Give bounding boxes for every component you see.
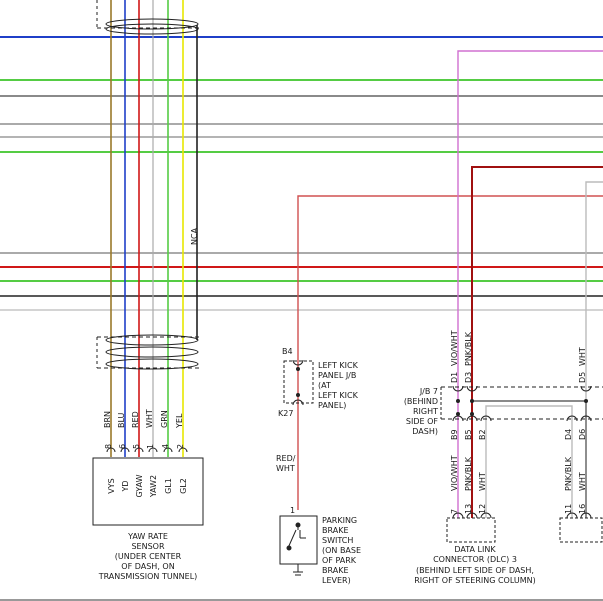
sensor-connector [106, 447, 188, 453]
kick-panel-node [296, 393, 300, 397]
dlc-pin: 13 [464, 504, 473, 514]
sensor-wire-color: BLU [117, 412, 126, 428]
svg-text:PANEL): PANEL) [318, 401, 346, 410]
svg-text:LEVER): LEVER) [322, 576, 351, 585]
svg-text:OF DASH, ON: OF DASH, ON [121, 562, 174, 571]
yaw-sensor-box [92, 457, 204, 526]
svg-text:(UNDER CENTER: (UNDER CENTER [115, 552, 182, 561]
jb-bottom-pin: D6 [578, 429, 587, 440]
svg-text:(ON BASE: (ON BASE [322, 546, 361, 555]
jb-top-wire-color: PNK/BLK [464, 331, 473, 366]
svg-text:(BEHIND: (BEHIND [404, 397, 438, 406]
jb-top-wire-color: WHT [578, 347, 587, 366]
svg-text:WHT: WHT [276, 464, 295, 473]
dlc-pin: 7 [450, 509, 459, 514]
svg-text:DATA LINK: DATA LINK [454, 545, 496, 554]
sensor-pin-name: YAW2 [149, 475, 158, 498]
svg-text:PANEL J/B: PANEL J/B [318, 371, 356, 380]
jb-bus-wht [485, 405, 573, 518]
brake-switch-pin: 1 [290, 506, 295, 515]
sensor-pin-name: YD [121, 480, 130, 492]
jb-bottom-pin: D4 [564, 429, 573, 440]
jb-bottom-pin: B5 [464, 429, 473, 440]
shield-top [96, 0, 200, 35]
brake-switch-symbol [286, 522, 306, 576]
svg-text:CONNECTOR (DLC) 3: CONNECTOR (DLC) 3 [433, 555, 517, 564]
svg-text:(AT: (AT [318, 381, 331, 390]
shield-label: NCA [190, 227, 199, 245]
sensor-pin-name: GYAW [135, 474, 144, 497]
wire-vio-wht [457, 50, 603, 518]
sensor-wire-color: GRN [160, 410, 169, 428]
sensor-pin-number: 4 [161, 444, 170, 449]
dlc-wire-color: WHT [478, 472, 487, 491]
sensor-pin-name: VYS [107, 478, 116, 493]
svg-text:(BEHIND LEFT SIDE OF DASH,: (BEHIND LEFT SIDE OF DASH, [416, 566, 534, 575]
jb-connector-caps [452, 385, 592, 422]
jb-top-pin: D5 [578, 372, 587, 383]
kick-panel-box [283, 360, 314, 404]
svg-text:LEFT KICK: LEFT KICK [318, 361, 359, 370]
wire-wht-upper [585, 181, 603, 400]
dlc-pin: 11 [564, 504, 573, 514]
kick-panel-bottom-cap [292, 399, 304, 406]
svg-text:J/B 7: J/B 7 [419, 387, 438, 396]
sensor-pin-number: 1 [146, 444, 155, 449]
svg-text:SIDE OF: SIDE OF [406, 417, 438, 426]
jb-top-pin: D3 [464, 372, 473, 383]
dlc-caption: DATA LINK CONNECTOR (DLC) 3 (BEHIND LEFT… [414, 545, 536, 585]
svg-text:RIGHT: RIGHT [413, 407, 438, 416]
dlc-wire-color: PNK/BLK [464, 456, 473, 491]
wire-red-wht [297, 195, 603, 510]
jb7-label: J/B 7 (BEHIND RIGHT SIDE OF DASH) [404, 387, 439, 436]
sensor-pin-number: 2 [176, 444, 185, 449]
kick-panel-label: LEFT KICK PANEL J/B (AT LEFT KICK PANEL) [318, 361, 359, 410]
brake-switch-label: PARKING BRAKE SWITCH (ON BASE OF PARK BR… [322, 516, 361, 585]
jb-top-pin: D1 [450, 372, 459, 383]
sensor-wire-color: WHT [145, 409, 154, 428]
svg-text:YAW RATE: YAW RATE [127, 532, 168, 541]
svg-text:LEFT KICK: LEFT KICK [318, 391, 359, 400]
sensor-pin-name: GL1 [164, 478, 173, 494]
shield-bottom [96, 334, 200, 370]
jb-bottom-pin: B9 [450, 429, 459, 440]
dlc-wire-color: PNK/BLK [564, 456, 573, 491]
svg-text:SENSOR: SENSOR [131, 542, 164, 551]
kick-panel-top-cap [292, 359, 304, 366]
svg-text:OF PARK: OF PARK [322, 556, 357, 565]
svg-text:TRANSMISSION TUNNEL): TRANSMISSION TUNNEL) [98, 572, 198, 581]
dlc-box-right [559, 517, 603, 543]
sensor-wire-color: YEL [175, 413, 184, 429]
dlc-wire-color: VIO/WHT [450, 455, 459, 491]
sensor-pin-name: GL2 [179, 478, 188, 494]
sensor-wire-color: BRN [103, 411, 112, 428]
sensor-pin-number: 8 [104, 444, 113, 449]
jb-bottom-pin: B2 [478, 429, 487, 440]
dlc-connector-caps [452, 512, 592, 519]
sensor-pin-number: 6 [118, 444, 127, 449]
sensor-wire-color: RED [131, 411, 140, 428]
sensor-caption: YAW RATE SENSOR (UNDER CENTER OF DASH, O… [98, 532, 198, 581]
svg-text:DASH): DASH) [412, 427, 438, 436]
jb-top-wire-color: VIO/WHT [450, 330, 459, 366]
kick-panel-node [296, 367, 300, 371]
dlc-pin: 12 [478, 504, 487, 514]
dlc-box-left [446, 517, 496, 543]
kick-panel-top-pin: B4 [282, 347, 293, 356]
svg-text:RIGHT OF STEERING COLUMN): RIGHT OF STEERING COLUMN) [414, 576, 536, 585]
svg-text:BRAKE: BRAKE [322, 566, 349, 575]
kick-panel-bottom-pin: K27 [278, 409, 293, 418]
brake-wire-color: RED/ WHT [276, 454, 296, 473]
wire-pnk-blk [471, 166, 603, 518]
svg-text:RED/: RED/ [276, 454, 296, 463]
dlc-pin: 16 [578, 504, 587, 514]
svg-text:PARKING: PARKING [322, 516, 357, 525]
dlc-wire-color: WHT [578, 472, 587, 491]
svg-text:BRAKE: BRAKE [322, 526, 349, 535]
sensor-pin-number: 5 [132, 444, 141, 449]
jb-nodes [456, 399, 588, 416]
svg-text:SWITCH: SWITCH [322, 536, 353, 545]
